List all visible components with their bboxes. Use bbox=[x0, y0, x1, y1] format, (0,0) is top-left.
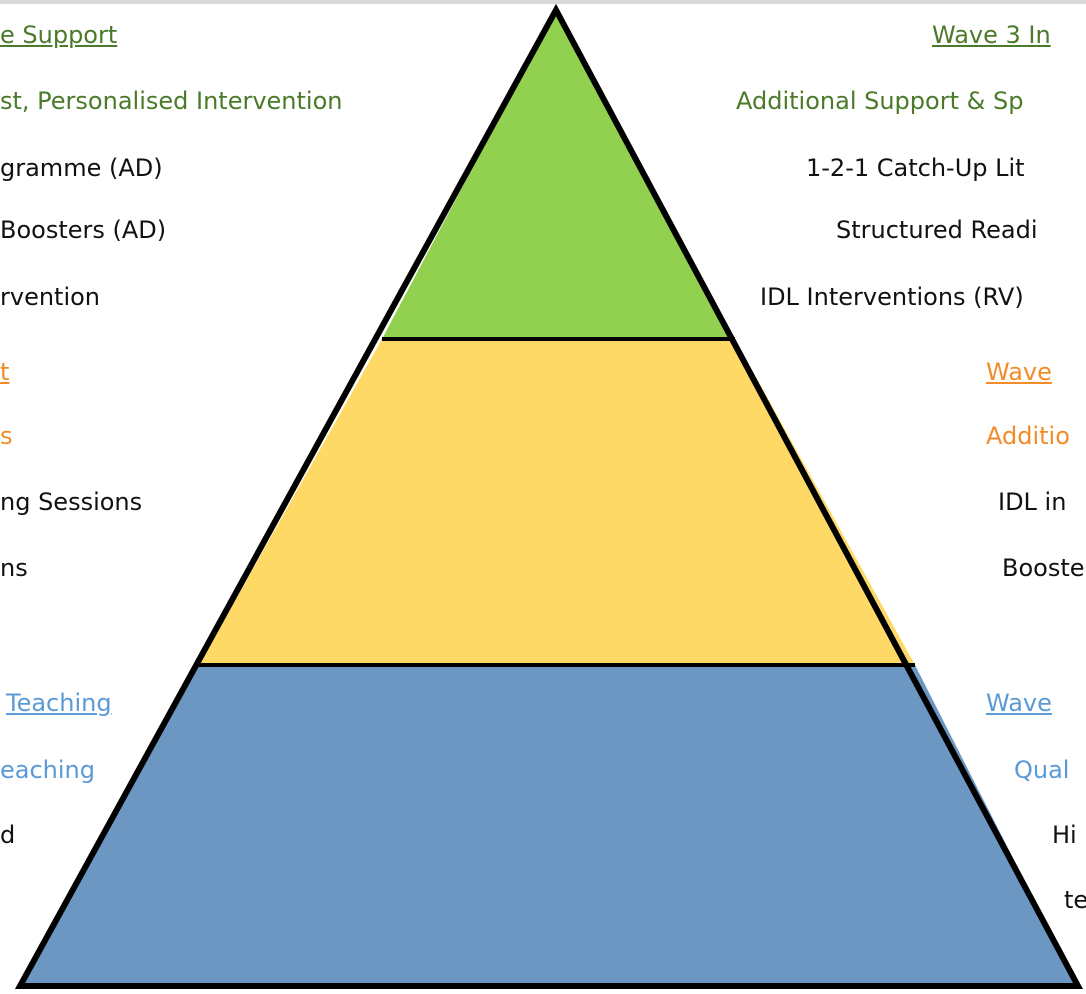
right-wave2-item: IDL in bbox=[998, 488, 1067, 516]
right-wave2-heading: Wave bbox=[986, 358, 1052, 386]
pyramid-tier-wave-1 bbox=[20, 665, 1078, 986]
left-wave3-item: Boosters (AD) bbox=[0, 216, 167, 244]
right-wave1-subheading: Qual bbox=[1014, 756, 1070, 784]
left-wave1-item: d bbox=[0, 821, 16, 849]
left-wave1-heading: Teaching bbox=[6, 689, 112, 717]
right-wave1-item: te bbox=[1064, 886, 1086, 914]
left-wave2-subheading: s bbox=[0, 422, 13, 450]
left-wave3-item: rvention bbox=[0, 283, 101, 311]
left-wave2-heading: t bbox=[0, 358, 10, 386]
right-wave2-subheading: Additio bbox=[986, 422, 1070, 450]
right-wave1-item: Hi bbox=[1052, 821, 1077, 849]
pyramid-outline bbox=[14, 3, 1084, 989]
right-wave3-subheading: Additional Support & Sp bbox=[736, 87, 1024, 115]
left-wave2-item: ng Sessions bbox=[0, 488, 143, 516]
right-wave1-heading: Wave bbox=[986, 689, 1052, 717]
right-wave3-item: IDL Interventions (RV) bbox=[760, 283, 1024, 311]
pyramid-tier-wave-3 bbox=[382, 10, 735, 339]
right-wave2-item: Booste bbox=[1002, 554, 1085, 582]
right-wave3-heading: Wave 3 In bbox=[932, 21, 1051, 49]
top-border bbox=[0, 0, 1086, 4]
right-wave3-item: Structured Readi bbox=[836, 216, 1038, 244]
right-wave3-item: 1-2-1 Catch-Up Lit bbox=[806, 154, 1025, 182]
left-wave3-item: gramme (AD) bbox=[0, 154, 163, 182]
left-wave3-subheading: st, Personalised Intervention bbox=[0, 87, 343, 115]
left-wave3-heading: e Support bbox=[0, 21, 118, 49]
left-wave1-subheading: eaching bbox=[0, 756, 95, 784]
left-wave2-item: ns bbox=[0, 554, 28, 582]
pyramid-tier-wave-2 bbox=[199, 339, 915, 665]
